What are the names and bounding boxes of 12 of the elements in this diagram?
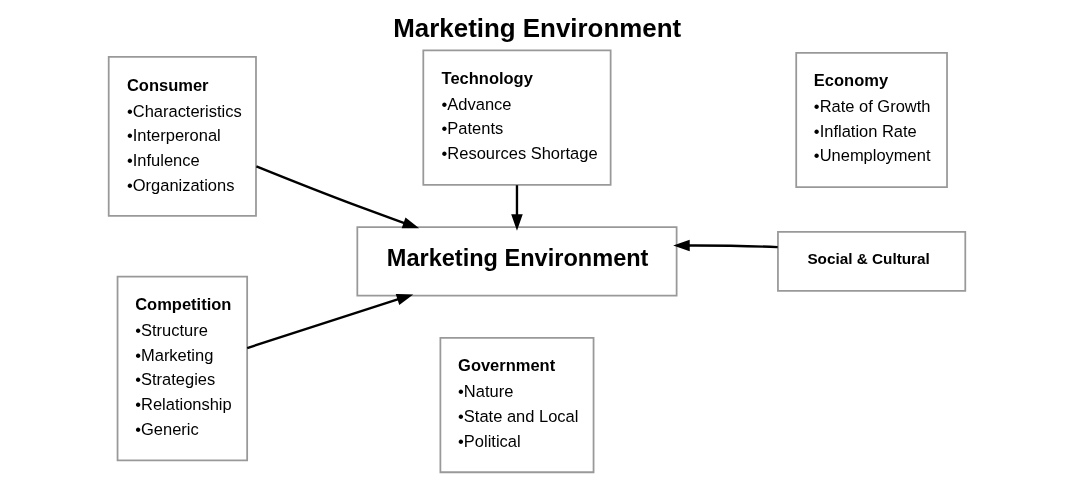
arrow: [255, 165, 420, 229]
diagram-title: Marketing Environment: [393, 14, 682, 43]
arrow: [511, 185, 523, 231]
node-box: Consumer •Characteristics •Interperonal •Infulence •Organizations: [107, 56, 257, 217]
node-box: Economy •Rate of Growth •Inflation Rate •Unemployment: [795, 51, 948, 188]
node-box: Technology •Advance •Patents •Resources Shortage: [422, 49, 612, 186]
arrow: [246, 294, 414, 350]
node-box: Social & Cultural: [777, 231, 967, 292]
node-box: Competition •Structure •Marketing •Strategies •Relationship •Generic: [116, 275, 249, 462]
node-box: Marketing Environment: [356, 226, 678, 297]
node-box: Government •Nature •State and Local •Political: [439, 337, 595, 474]
arrow: [673, 239, 778, 252]
